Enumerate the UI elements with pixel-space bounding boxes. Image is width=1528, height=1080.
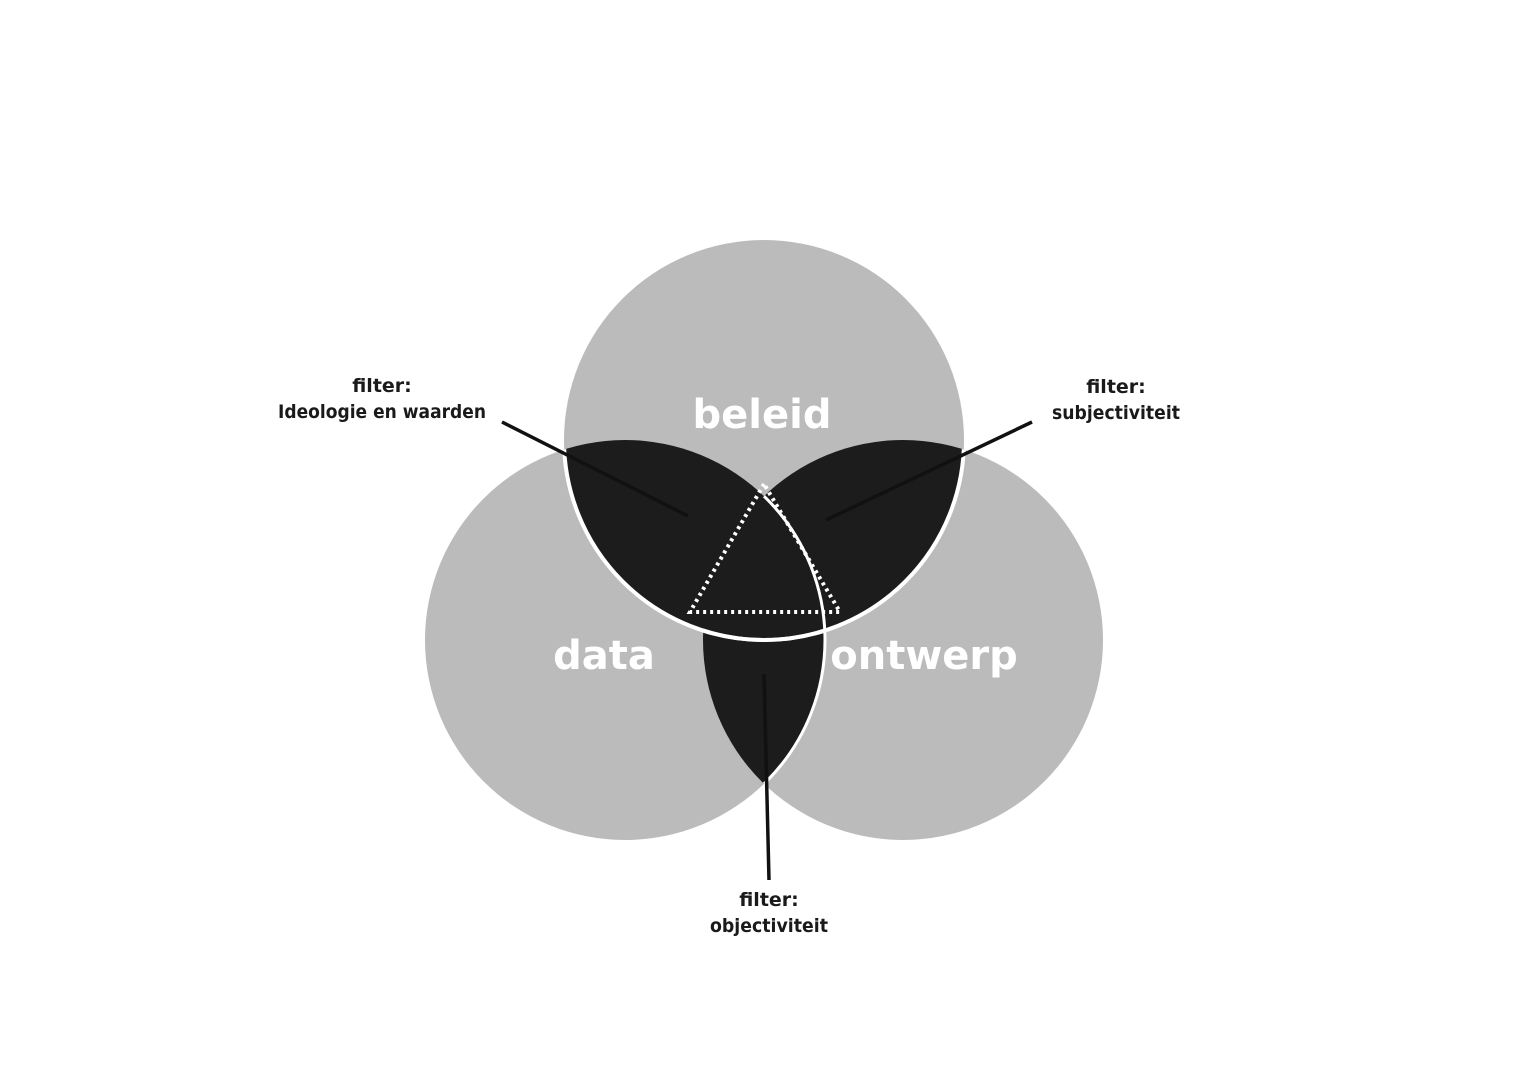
leader-line-right bbox=[825, 420, 1033, 522]
center-triangle bbox=[686, 480, 844, 614]
label-beleid: beleid bbox=[693, 392, 832, 438]
filter-right-heading: filter: bbox=[1086, 376, 1146, 398]
overlap-beleid-ontwerp bbox=[703, 440, 964, 640]
label-data: data bbox=[553, 633, 655, 679]
filter-bottom-value: objectiviteit bbox=[710, 915, 828, 937]
outline-beleid-bottom-right bbox=[703, 440, 966, 642]
filter-left-heading: filter: bbox=[352, 375, 412, 397]
overlap-beleid-data bbox=[564, 440, 825, 640]
outline-data-edge bbox=[703, 440, 827, 840]
leader-line-bottom bbox=[762, 673, 771, 881]
filter-left-value: Ideologie en waarden bbox=[278, 401, 486, 423]
leader-line-left bbox=[501, 420, 689, 518]
filter-bottom-heading: filter: bbox=[739, 889, 799, 911]
filter-right-value: subjectiviteit bbox=[1052, 402, 1180, 424]
label-ontwerp: ontwerp bbox=[830, 633, 1018, 679]
